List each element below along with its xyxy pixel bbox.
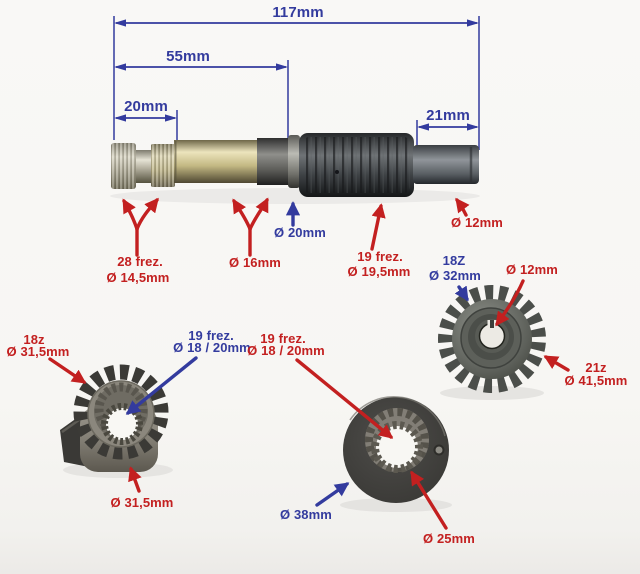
gear-21z-count-label: 21z: [585, 360, 607, 375]
dimension-arrowheads: [114, 19, 479, 131]
red-callout-arrows: [48, 197, 570, 530]
ratchet-gear-photo: [60, 364, 173, 478]
washer-hub-diameter-label: Ø 25mm: [423, 531, 475, 546]
washer-spline-count-label: 19 frez.: [260, 331, 306, 346]
ratchet-spline-diameter-label: Ø 18 / 20mm: [173, 340, 251, 355]
shaft-spline19-count-label: 19 frez.: [357, 249, 403, 264]
dim-left-label: 20mm: [124, 98, 168, 115]
shaft-spline28-count-label: 28 frez.: [117, 254, 163, 269]
dimension-lines: [113, 16, 480, 150]
shaft-spline28-diameter-label: Ø 14,5mm: [106, 270, 170, 285]
dim-right-label: 21mm: [426, 107, 470, 124]
gear-bore-diameter-label: Ø 12mm: [506, 262, 558, 277]
gear-21z-diameter-label: Ø 41,5mm: [564, 373, 628, 388]
dim-mid-label: 55mm: [166, 48, 210, 65]
ratchet-spline-count-label: 19 frez.: [188, 328, 234, 343]
washer-outer-diameter-label: Ø 38mm: [280, 507, 332, 522]
washer-spline-diameter-label: Ø 18 / 20mm: [247, 343, 325, 358]
dim-total-label: 117mm: [272, 4, 324, 21]
gear-18z-count-label: 18Z: [442, 253, 466, 268]
shaft-d20-label: Ø 20mm: [274, 225, 326, 240]
ratchet-teeth-count-label: 18z: [23, 332, 45, 347]
shaft-d12-label: Ø 12mm: [451, 215, 503, 230]
shaft-d16-label: Ø 16mm: [229, 255, 281, 270]
spur-gear-photo: [438, 285, 546, 400]
shaft-spline19-diameter-label: Ø 19,5mm: [347, 264, 411, 279]
ratchet-body-diameter-label: Ø 31,5mm: [110, 495, 174, 510]
spline-washer-photo: [340, 396, 452, 512]
shaft-photo: [110, 133, 480, 204]
ratchet-teeth-diameter-label: Ø 31,5mm: [6, 344, 70, 359]
blue-callout-arrows: [125, 201, 469, 507]
gear-18z-diameter-label: Ø 32mm: [429, 268, 481, 283]
